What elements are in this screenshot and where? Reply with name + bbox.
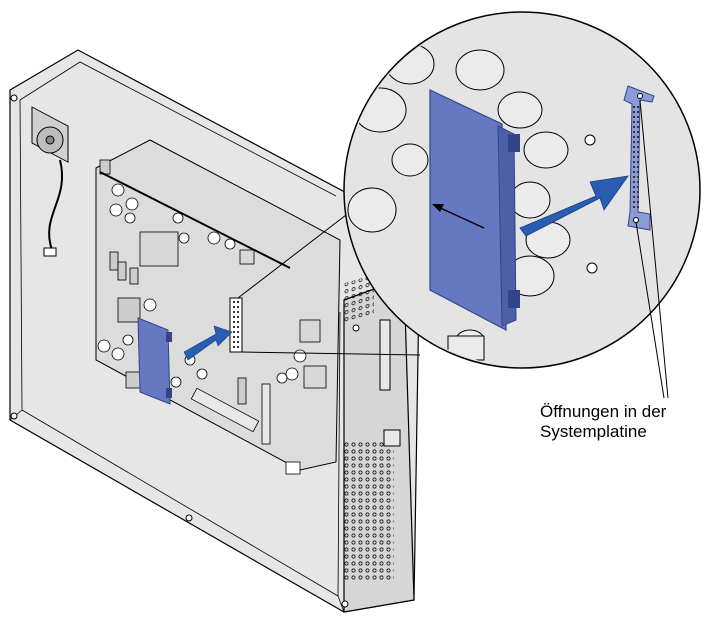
network-port-icon: [383, 429, 401, 447]
vent-grille-bottom: [344, 440, 394, 580]
board-opening-bottom: [633, 217, 639, 223]
usb-port-icon: [352, 324, 360, 332]
small-install-arrow-icon: [183, 325, 233, 361]
screw-icon: [341, 600, 349, 608]
screw-icon: [10, 94, 18, 102]
callout-leader-1: [639, 99, 669, 399]
board-opening-top: [637, 93, 643, 99]
callout-leader-2: [635, 221, 665, 399]
large-install-arrow-icon: [519, 175, 629, 237]
screw-icon: [185, 514, 193, 522]
callout-line-1: Öffnungen in der: [540, 402, 667, 421]
callout-line-2: Systemplatine: [540, 422, 647, 441]
zoom-leader-bottom: [241, 351, 421, 356]
openings-callout-label: Öffnungen in der Systemplatine: [540, 402, 666, 442]
screw-icon: [10, 412, 18, 420]
board-connector: [623, 85, 655, 231]
fan-icon: [31, 106, 69, 163]
board-slot: [229, 297, 243, 353]
zoom-detail-circle: [343, 11, 701, 369]
fan-cable: [48, 159, 63, 251]
zoom-leader-top: [237, 214, 347, 299]
vent-grille-top: [344, 274, 374, 324]
small-memory-card: [137, 317, 172, 405]
large-memory-card: [429, 89, 520, 332]
board-components: [97, 159, 327, 475]
parallel-port-icon: [379, 319, 391, 391]
